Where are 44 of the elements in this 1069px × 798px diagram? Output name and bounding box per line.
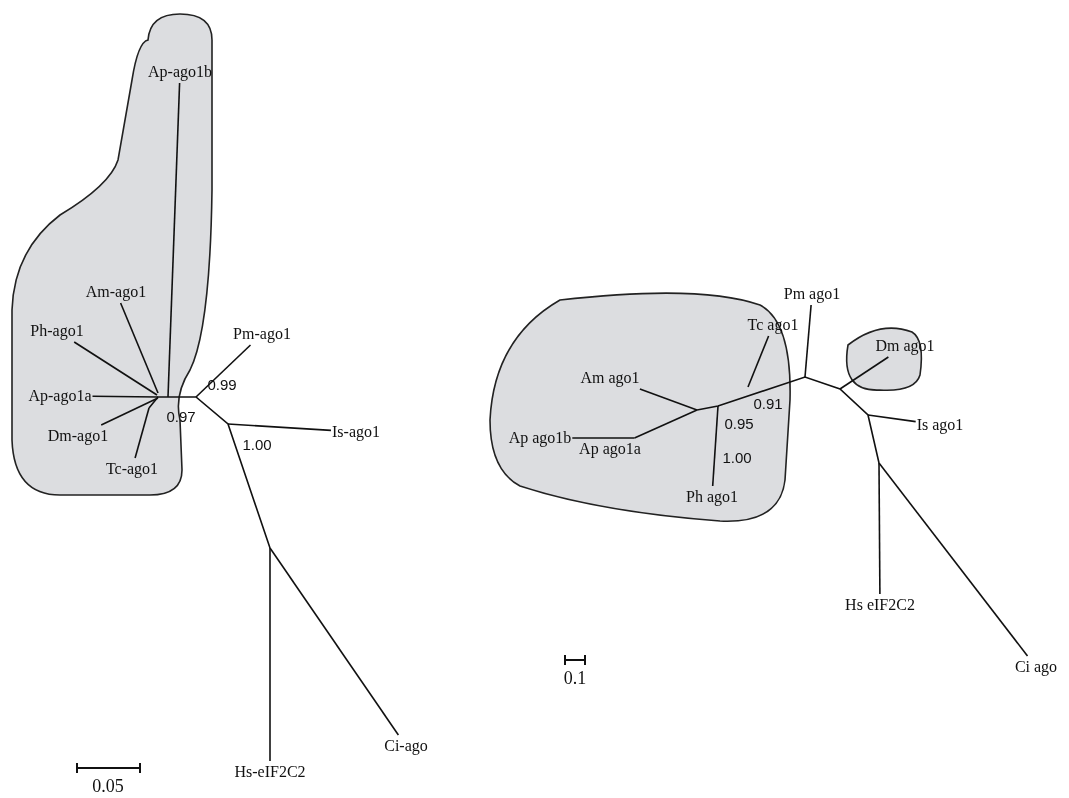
tree-branch	[571, 437, 636, 439]
tree-branch	[134, 407, 150, 459]
tree-branch	[195, 344, 252, 398]
taxon-label: Pm-ago1	[233, 324, 291, 344]
taxon-label: Pm ago1	[783, 284, 841, 304]
taxon-label: Ap ago1b	[508, 428, 572, 448]
taxon-label: Ap ago1a	[579, 439, 641, 459]
scale-value: 0.05	[92, 776, 124, 796]
tree-branch	[878, 462, 881, 595]
tree-branch	[91, 395, 159, 398]
tree-branch	[804, 304, 812, 378]
tree-branch	[633, 409, 698, 439]
tree-branch	[639, 388, 698, 411]
taxon-label: Hs eIF2C2	[845, 595, 915, 615]
taxon-label: Ci ago	[1014, 657, 1058, 677]
taxon-label: Am-ago1	[85, 282, 147, 302]
tree-branch	[119, 302, 159, 394]
tree-branch	[839, 356, 890, 390]
tree-branch	[167, 82, 181, 398]
scale-value: 0.1	[563, 668, 587, 688]
tree-branch	[747, 335, 770, 388]
tree-branch	[878, 462, 1029, 657]
tree-branch	[711, 405, 719, 487]
tree-branch	[269, 547, 271, 762]
support-value: 0.95	[724, 415, 754, 433]
taxon-label: Hs-eIF2C2	[234, 762, 306, 782]
taxon-label: Ap-ago1a	[28, 386, 92, 406]
support-value: 0.91	[753, 395, 783, 413]
support-value: 1.00	[722, 449, 752, 467]
tree-branch	[867, 414, 917, 423]
taxon-label: Ph ago1	[686, 487, 738, 507]
tree-branch	[269, 547, 400, 736]
taxon-label: Am ago1	[580, 368, 640, 388]
support-value: 1.00	[242, 436, 272, 454]
tree-branch	[227, 423, 332, 432]
tree-branch	[100, 397, 159, 426]
tree-branch	[73, 341, 158, 396]
taxon-label: Is ago1	[916, 415, 964, 435]
taxon-label: Ph-ago1	[30, 321, 84, 341]
taxon-label: Dm-ago1	[47, 426, 109, 446]
taxon-label: Is-ago1	[332, 422, 380, 442]
taxon-label: Ci-ago	[384, 736, 428, 756]
support-value: 0.99	[207, 376, 237, 394]
taxon-label: Tc-ago1	[105, 459, 159, 479]
